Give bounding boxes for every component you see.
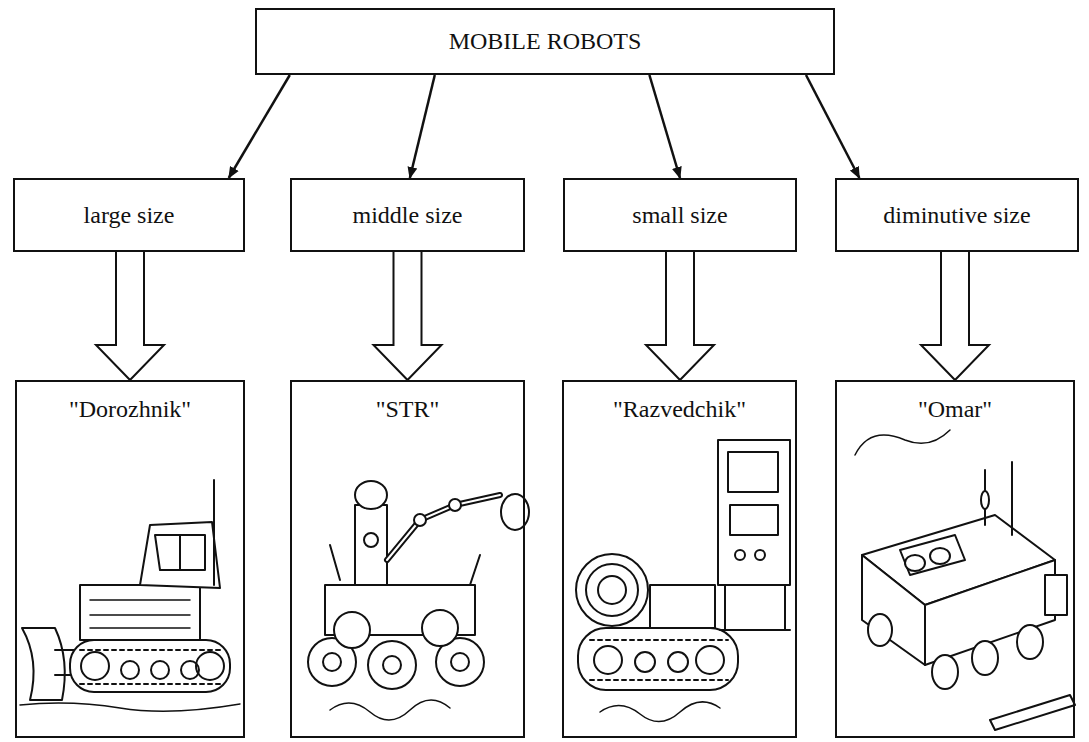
arrow-line	[806, 75, 859, 178]
category-box: middle size	[290, 178, 525, 252]
bulldozer-drawing	[20, 480, 240, 711]
category-box: large size	[13, 178, 245, 252]
robot-panel: "Omar"	[835, 380, 1075, 738]
box-label: middle size	[350, 202, 466, 229]
box-label: diminutive size	[880, 202, 1033, 229]
arrow-line	[229, 75, 290, 178]
hollow-arrow	[921, 252, 989, 380]
arrow-line	[649, 75, 680, 178]
root-box: MOBILE ROBOTS	[255, 8, 835, 75]
robot-panel: "Dorozhnik"	[15, 380, 245, 738]
omar-robot-drawing	[855, 430, 1075, 730]
box-label: small size	[629, 202, 730, 229]
robot-panel: "STR"	[290, 380, 525, 738]
box-label: MOBILE ROBOTS	[446, 28, 645, 55]
category-box: diminutive size	[835, 178, 1079, 252]
robot-name: "Omar"	[915, 396, 995, 423]
razvedchik-robot-drawing	[576, 440, 790, 722]
arrow-line	[410, 75, 435, 178]
robot-name: "Razvedchik"	[610, 396, 749, 423]
str-robot-drawing	[308, 481, 529, 720]
category-box: small size	[563, 178, 797, 252]
robot-panel: "Razvedchik"	[562, 380, 797, 738]
hollow-arrow	[96, 252, 164, 380]
box-label: large size	[81, 202, 178, 229]
robot-name: "STR"	[373, 396, 443, 423]
robot-name: "Dorozhnik"	[66, 396, 194, 423]
hollow-arrow	[374, 252, 442, 380]
hollow-arrow	[646, 252, 714, 380]
